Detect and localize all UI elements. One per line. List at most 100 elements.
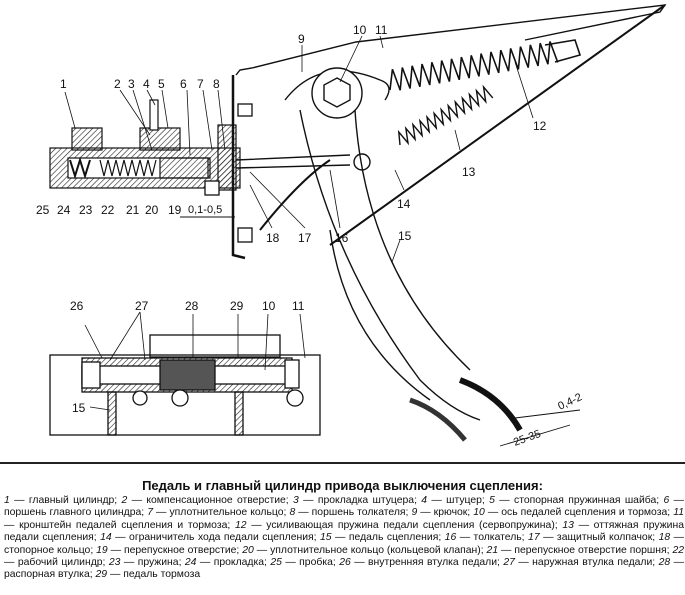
legend-item-text: — внутренняя втулка педали;	[350, 557, 504, 569]
callout-9: 9	[298, 32, 305, 46]
bracket-bolts	[204, 103, 253, 243]
callout-17: 17	[298, 231, 312, 245]
legend-item: 9 — крючок;	[411, 507, 473, 518]
legend-item: 16 — толкатель;	[445, 532, 528, 543]
callout-25: 25	[36, 203, 50, 217]
callout-1: 1	[60, 77, 67, 91]
legend-item-number: 27	[503, 557, 515, 569]
legend-item-number: 2	[121, 495, 128, 506]
callout-10: 10	[353, 23, 367, 37]
legend-item-number: 5	[489, 495, 495, 506]
legend-item: 12 — усиливающая пружина педали сцеплени…	[235, 520, 562, 531]
legend-item: 15 — педаль сцепления;	[320, 532, 445, 543]
callout-13: 13	[462, 165, 476, 179]
legend-item: 27 — наружная втулка педали;	[503, 557, 658, 568]
legend-item-text: — поршень толкателя;	[295, 507, 412, 519]
axle-section-view	[49, 334, 321, 436]
legend-item: 26 — внутренняя втулка педали;	[339, 557, 503, 568]
callout-19: 19	[168, 203, 182, 217]
legend-item: 25 — пробка;	[270, 557, 339, 568]
legend-item: 28 — распорная втулка;	[4, 557, 684, 580]
legend-item-number: 14	[100, 532, 112, 544]
callout-2: 2	[114, 77, 121, 91]
callout-28: 28	[185, 299, 199, 313]
callout-6: 6	[180, 77, 187, 91]
servo-spring	[389, 39, 582, 91]
legend-item: 29 — педаль тормоза	[96, 569, 201, 580]
callout-29: 29	[230, 299, 244, 313]
legend-item: 1 — главный цилиндр;	[4, 495, 122, 506]
callout-11-section: 11	[292, 299, 305, 313]
legend-item-number: 4	[421, 495, 428, 506]
legend-item: 13 — оттяжная пружина педали сцепления;	[4, 520, 684, 543]
legend-item-number: 22	[672, 544, 685, 556]
legend-item: 8 — поршень толкателя;	[289, 507, 411, 518]
legend-item: 14 — ограничитель хода педали сцепления;	[100, 532, 320, 543]
legend-item-number: 16	[444, 532, 457, 544]
figure-caption-title: Педаль и главный цилиндр привода выключе…	[142, 478, 543, 493]
legend-item-text: — уплотнительное кольцо (кольцевой клапа…	[253, 544, 487, 556]
legend-item-number: 23	[108, 557, 121, 569]
legend-item-number: 10	[473, 507, 485, 519]
legend-item: 7 — уплотнительное кольцо;	[147, 507, 289, 518]
legend-item-text: — усиливающая пружина педали сцепления (…	[246, 519, 563, 531]
section-callout-labels: 26 27 28 29 10 11 15	[70, 299, 305, 415]
legend-item-text: — стопорное кольцо;	[4, 532, 685, 556]
callout-24: 24	[57, 203, 71, 217]
callout-3: 3	[128, 77, 135, 91]
legend-item: 4 — штуцер;	[421, 495, 489, 506]
clutch-pedal	[299, 109, 523, 442]
legend-item-text: — толкатель;	[456, 532, 529, 544]
legend-item: 20 — уплотнительное кольцо (кольцевой кл…	[242, 545, 486, 556]
legend-item-number: 26	[339, 557, 351, 569]
legend-item-text: — прокладка штуцера;	[298, 495, 422, 506]
legend-item-number: 18	[658, 532, 671, 544]
callout-12: 12	[533, 119, 547, 133]
legend-item-text: — пружина;	[120, 557, 185, 569]
callout-7: 7	[197, 77, 204, 91]
legend-item-number: 19	[96, 544, 108, 556]
callout-23: 23	[79, 203, 93, 217]
caption-divider	[0, 462, 685, 464]
legend-item-text: — компенсационное отверстие;	[127, 495, 294, 506]
legend-item-number: 21	[486, 544, 499, 556]
callout-8: 8	[213, 77, 220, 91]
callout-10-section: 10	[262, 299, 276, 313]
callout-20: 20	[145, 203, 159, 217]
figure-legend: 1 — главный цилиндр; 2 — компенсационное…	[4, 495, 684, 582]
legend-item-text: — перепускное отверстие поршня;	[498, 544, 673, 556]
legend-item-number: 29	[95, 569, 108, 581]
legend-item-number: 6	[663, 495, 670, 506]
callout-26: 26	[70, 299, 84, 313]
legend-item: 23 — пружина;	[109, 557, 185, 568]
legend-item-text: — ограничитель хода педали сцепления;	[111, 532, 321, 544]
clutch-pedal-diagram: 1 2 3 4 5 6 7 8 9 10 11 12 13 14 15 16 1…	[36, 4, 667, 449]
legend-item-number: 25	[270, 557, 282, 569]
legend-item-number: 8	[289, 507, 296, 519]
callout-16: 16	[335, 231, 349, 245]
callout-15-section: 15	[72, 401, 86, 415]
legend-item-text: — пробка;	[281, 557, 340, 569]
dimension-free-play: 0,4-2	[556, 391, 584, 412]
legend-item-text: — педаль сцепления;	[331, 532, 445, 544]
legend-item-text: — стопорная пружинная шайба;	[494, 495, 664, 506]
legend-item-number: 13	[562, 519, 574, 531]
legend-item-text: — ось педалей сцепления и тормоза;	[484, 507, 674, 519]
legend-item-number: 17	[528, 532, 540, 544]
dimension-piston-gap: 0,1-0,5	[188, 204, 222, 216]
legend-item-number: 3	[293, 495, 299, 506]
legend-item: 19 — перепускное отверстие;	[96, 545, 242, 556]
legend-item-text: — главный цилиндр;	[9, 495, 122, 506]
push-rod	[235, 153, 371, 231]
legend-item: 5 — стопорная пружинная шайба;	[489, 495, 663, 506]
legend-item: 2 — компенсационное отверстие;	[122, 495, 293, 506]
pedal-axle	[284, 67, 390, 119]
legend-item: 24 — прокладка;	[185, 557, 270, 568]
legend-item-number: 20	[242, 544, 254, 556]
legend-item-number: 12	[234, 519, 247, 531]
callout-21: 21	[126, 203, 140, 217]
legend-item-text: — перепускное отверстие;	[107, 544, 243, 556]
legend-item-number: 11	[673, 507, 684, 519]
callout-27: 27	[135, 299, 149, 313]
dimension-lines	[180, 216, 581, 447]
